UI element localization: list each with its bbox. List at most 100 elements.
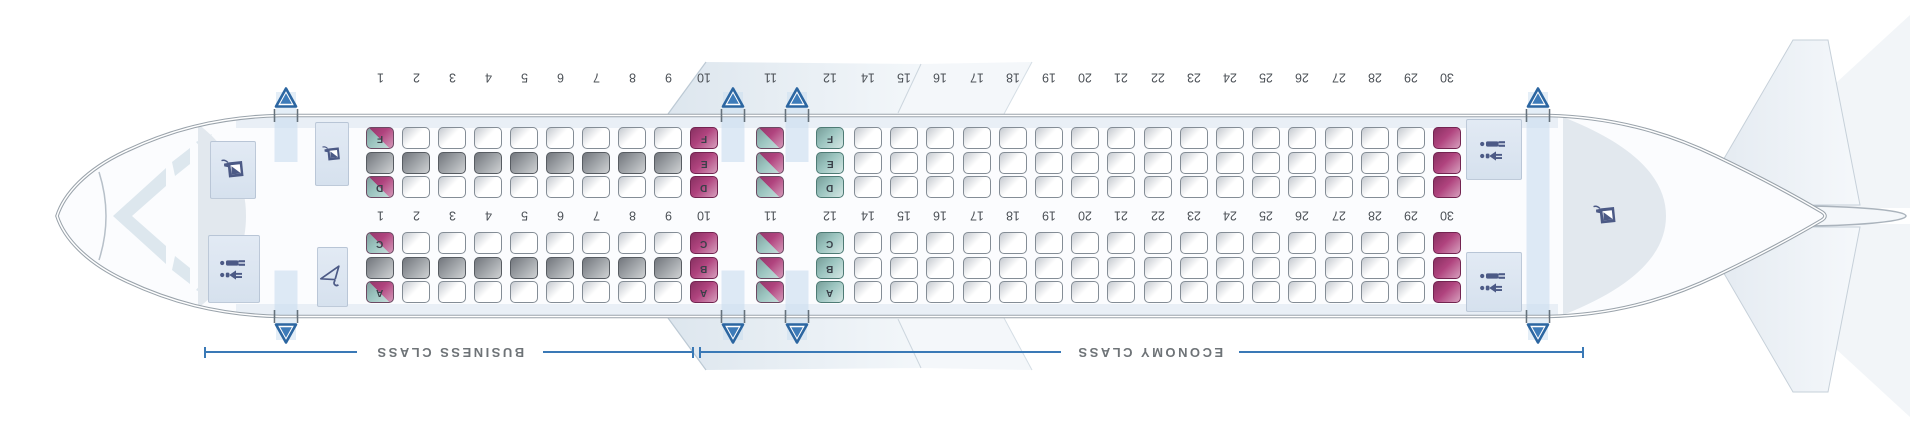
seat-19A[interactable] [1035, 281, 1063, 303]
seat-2A[interactable] [402, 281, 430, 303]
seat-17F[interactable] [963, 127, 991, 149]
seat-26B[interactable] [1288, 256, 1316, 279]
seat-18E[interactable] [999, 151, 1027, 174]
seat-24D[interactable] [1216, 176, 1244, 198]
seat-4D[interactable] [474, 176, 502, 198]
seat-25D[interactable] [1252, 176, 1280, 198]
seat-23C[interactable] [1180, 232, 1208, 254]
seat-14B[interactable] [854, 256, 882, 279]
seat-25C[interactable] [1252, 232, 1280, 254]
seat-5D[interactable] [510, 176, 538, 198]
seat-11D[interactable] [756, 176, 784, 198]
seat-24F[interactable] [1216, 127, 1244, 149]
seat-2F[interactable] [402, 127, 430, 149]
seat-28A[interactable] [1361, 281, 1389, 303]
seat-21E[interactable] [1107, 151, 1135, 174]
seat-6F[interactable] [546, 127, 574, 149]
seat-30E[interactable] [1433, 151, 1461, 174]
seat-10E[interactable]: E [690, 151, 718, 174]
seat-10A[interactable]: A [690, 281, 718, 303]
seat-28E[interactable] [1361, 151, 1389, 174]
seat-12E[interactable]: E [816, 151, 844, 174]
seat-7B[interactable] [582, 256, 610, 279]
seat-8C[interactable] [618, 232, 646, 254]
seat-20B[interactable] [1071, 256, 1099, 279]
seat-26D[interactable] [1288, 176, 1316, 198]
seat-6B[interactable] [546, 256, 574, 279]
seat-28C[interactable] [1361, 232, 1389, 254]
seat-12D[interactable]: D [816, 176, 844, 198]
seat-1D[interactable]: D [366, 176, 394, 198]
seat-27A[interactable] [1325, 281, 1353, 303]
seat-20D[interactable] [1071, 176, 1099, 198]
seat-21C[interactable] [1107, 232, 1135, 254]
seat-16C[interactable] [926, 232, 954, 254]
seat-1B[interactable] [366, 256, 394, 279]
seat-16B[interactable] [926, 256, 954, 279]
seat-16A[interactable] [926, 281, 954, 303]
seat-23E[interactable] [1180, 151, 1208, 174]
seat-22F[interactable] [1144, 127, 1172, 149]
seat-3C[interactable] [438, 232, 466, 254]
seat-4C[interactable] [474, 232, 502, 254]
seat-16D[interactable] [926, 176, 954, 198]
seat-23B[interactable] [1180, 256, 1208, 279]
seat-10C[interactable]: C [690, 232, 718, 254]
seat-15C[interactable] [890, 232, 918, 254]
seat-5B[interactable] [510, 256, 538, 279]
seat-20C[interactable] [1071, 232, 1099, 254]
seat-22D[interactable] [1144, 176, 1172, 198]
seat-7F[interactable] [582, 127, 610, 149]
seat-11B[interactable] [756, 256, 784, 279]
seat-14A[interactable] [854, 281, 882, 303]
seat-1A[interactable]: A [366, 281, 394, 303]
seat-16E[interactable] [926, 151, 954, 174]
seat-14E[interactable] [854, 151, 882, 174]
seat-26A[interactable] [1288, 281, 1316, 303]
seat-6D[interactable] [546, 176, 574, 198]
seat-24B[interactable] [1216, 256, 1244, 279]
seat-1C[interactable]: C [366, 232, 394, 254]
seat-25A[interactable] [1252, 281, 1280, 303]
seat-27E[interactable] [1325, 151, 1353, 174]
seat-29A[interactable] [1397, 281, 1425, 303]
seat-9F[interactable] [654, 127, 682, 149]
seat-29C[interactable] [1397, 232, 1425, 254]
seat-6A[interactable] [546, 281, 574, 303]
seat-22E[interactable] [1144, 151, 1172, 174]
seat-23F[interactable] [1180, 127, 1208, 149]
seat-18B[interactable] [999, 256, 1027, 279]
seat-3E[interactable] [438, 151, 466, 174]
seat-4B[interactable] [474, 256, 502, 279]
seat-11E[interactable] [756, 151, 784, 174]
seat-30A[interactable] [1433, 281, 1461, 303]
seat-25E[interactable] [1252, 151, 1280, 174]
seat-19F[interactable] [1035, 127, 1063, 149]
seat-19D[interactable] [1035, 176, 1063, 198]
seat-10B[interactable]: B [690, 256, 718, 279]
seat-24E[interactable] [1216, 151, 1244, 174]
seat-17D[interactable] [963, 176, 991, 198]
seat-21F[interactable] [1107, 127, 1135, 149]
seat-12F[interactable]: F [816, 127, 844, 149]
seat-6C[interactable] [546, 232, 574, 254]
seat-27B[interactable] [1325, 256, 1353, 279]
seat-25B[interactable] [1252, 256, 1280, 279]
seat-5A[interactable] [510, 281, 538, 303]
seat-29F[interactable] [1397, 127, 1425, 149]
seat-8F[interactable] [618, 127, 646, 149]
seat-7E[interactable] [582, 151, 610, 174]
seat-4A[interactable] [474, 281, 502, 303]
seat-5C[interactable] [510, 232, 538, 254]
seat-12C[interactable]: C [816, 232, 844, 254]
seat-30D[interactable] [1433, 176, 1461, 198]
seat-2D[interactable] [402, 176, 430, 198]
seat-30B[interactable] [1433, 256, 1461, 279]
seat-18A[interactable] [999, 281, 1027, 303]
seat-6E[interactable] [546, 151, 574, 174]
seat-12A[interactable]: A [816, 281, 844, 303]
seat-9D[interactable] [654, 176, 682, 198]
seat-14F[interactable] [854, 127, 882, 149]
seat-3F[interactable] [438, 127, 466, 149]
seat-10F[interactable]: F [690, 127, 718, 149]
